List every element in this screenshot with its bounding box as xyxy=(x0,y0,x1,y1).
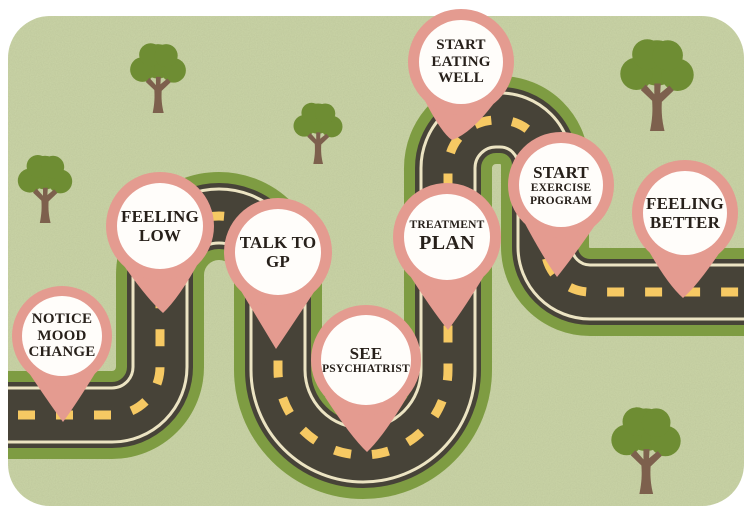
pin-feeling-better xyxy=(632,160,738,298)
pin-start-eating-well xyxy=(408,9,514,140)
pin-face xyxy=(519,143,603,227)
pin-face xyxy=(419,20,503,104)
pin-see-psychiatrist xyxy=(311,305,421,452)
pin-treatment-plan xyxy=(393,183,501,330)
pin-notice-mood-change xyxy=(12,286,112,422)
pin-feeling-low xyxy=(106,172,214,313)
pin-face xyxy=(321,315,411,405)
pin-start-exercise-program xyxy=(508,132,614,277)
pin-face xyxy=(22,296,102,376)
pin-face xyxy=(117,183,203,269)
pin-talk-to-gp xyxy=(224,198,332,349)
pin-face xyxy=(643,171,727,255)
pin-face xyxy=(235,209,321,295)
pin-face xyxy=(404,194,490,280)
